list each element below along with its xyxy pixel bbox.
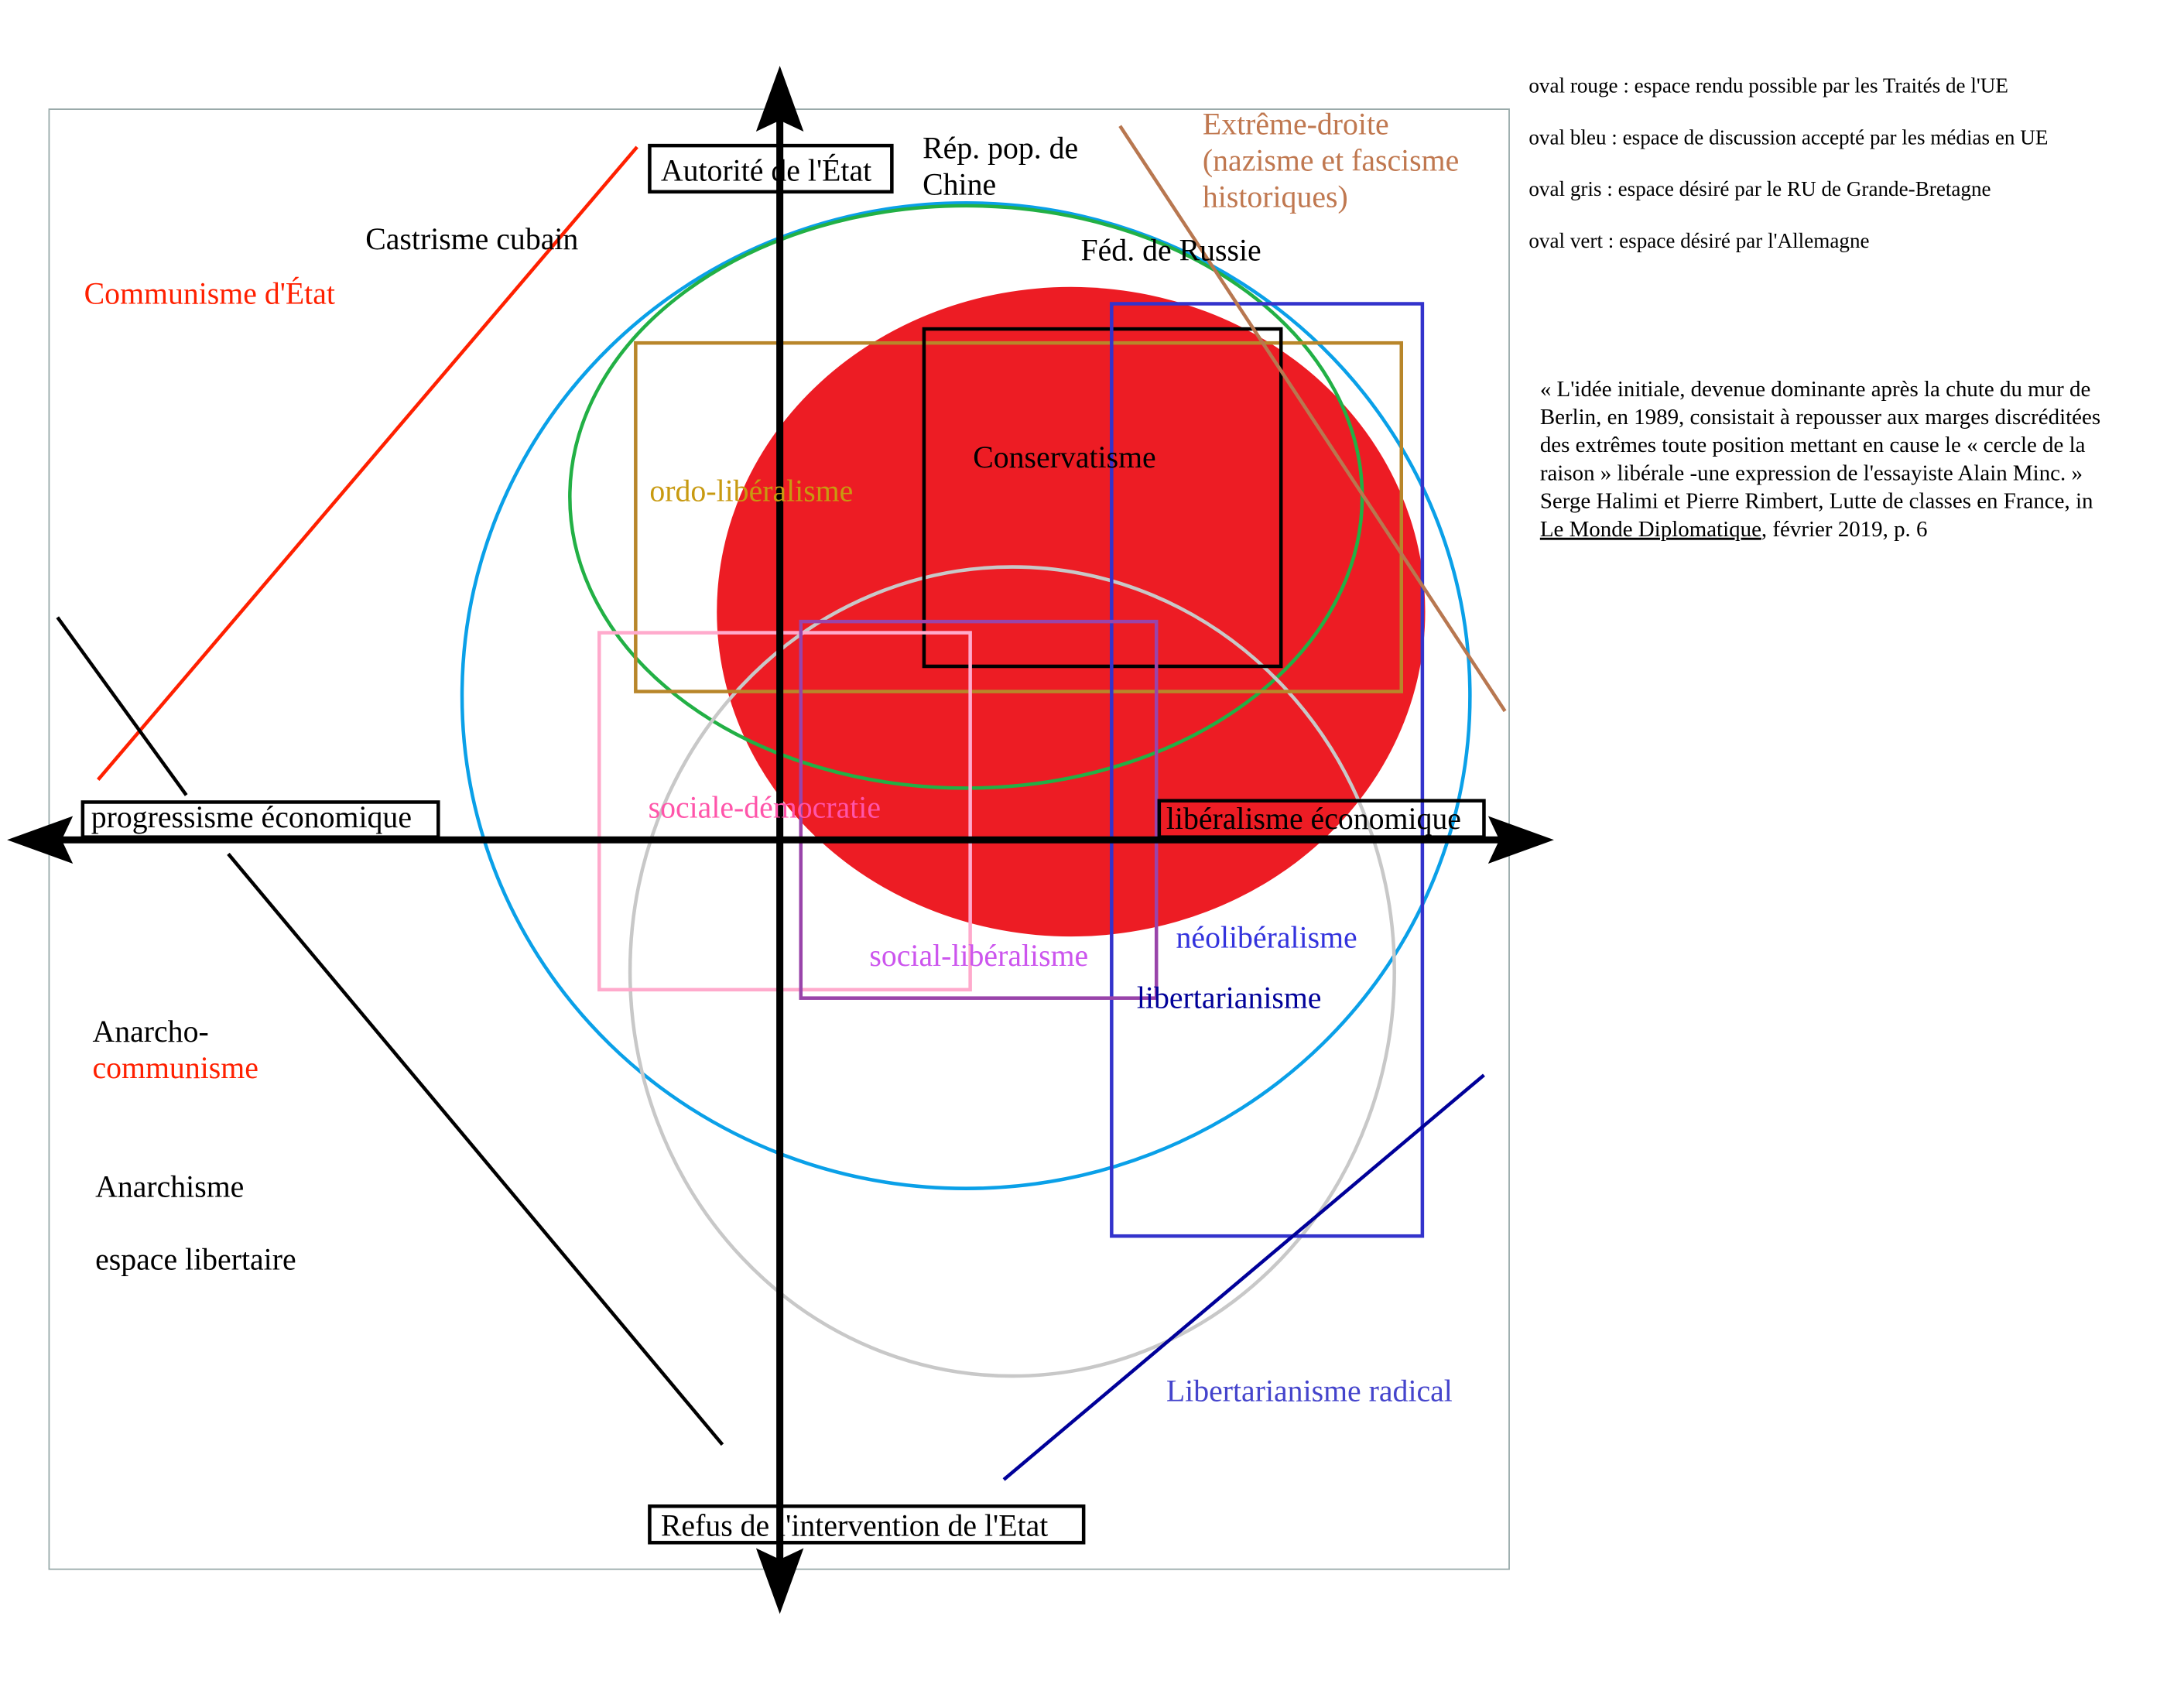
quote-line: Serge Halimi et Pierre Rimbert, Lutte de…: [1540, 489, 2093, 514]
libertarianisme-radical-line: [1002, 1073, 1485, 1481]
label-chine: Chine: [923, 167, 996, 201]
source-link[interactable]: Le Monde Diplomatique: [1540, 517, 1761, 542]
label-espace-libertaire: espace libertaire: [95, 1243, 296, 1277]
quote-line: raison » libérale -une expression de l'e…: [1540, 460, 2083, 485]
label-communisme-etat: Communisme d'État: [84, 277, 335, 311]
label-libertarianisme-radical: Libertarianisme radical: [1166, 1374, 1453, 1408]
source-rest: , février 2019, p. 6: [1761, 517, 1928, 542]
blue-oval-media: [460, 201, 1472, 1190]
sociale-democratie-box: [597, 631, 972, 992]
legend-item: oval rouge : espace rendu possible par l…: [1528, 74, 2008, 97]
label-extreme-droite-3: historiques): [1203, 180, 1348, 214]
label-castrisme: Castrisme cubain: [365, 222, 578, 256]
label-anarcho-communisme: communisme: [93, 1051, 258, 1085]
legend-item: oval bleu : espace de discussion accepté…: [1528, 125, 2048, 149]
label-extreme-droite-2: (nazisme et fascisme: [1203, 144, 1459, 178]
legend: oval rouge : espace rendu possible par l…: [1528, 74, 2048, 252]
axis-left-box: [80, 800, 440, 839]
axis-bottom-label: Refus de l'intervention de l'Etat: [661, 1508, 1048, 1542]
label-anarcho: Anarcho-: [93, 1015, 209, 1049]
axis-top-box: [648, 143, 894, 194]
social-liberalisme-box: [799, 619, 1159, 1000]
arrow-up-icon: [755, 66, 804, 132]
ordo-liberalisme-box: [634, 341, 1404, 693]
neoliberalisme-box: [1110, 302, 1425, 1238]
label-social-liberalisme: social-libéralisme: [869, 939, 1088, 973]
anarchisme-line: [227, 852, 724, 1446]
arrow-down-icon: [755, 1548, 804, 1614]
label-rep-pop-chine: Rép. pop. de: [923, 131, 1078, 165]
arrow-right-icon: [1487, 816, 1554, 864]
label-sociale-democratie: sociale-démocratie: [649, 790, 881, 824]
conservatisme-box: [922, 327, 1283, 669]
quote-block: « L'idée initiale, devenue dominante apr…: [1540, 377, 2100, 542]
axis-bottom-box: [648, 1504, 1086, 1545]
label-extreme-droite: Extrême-droite: [1203, 108, 1389, 142]
label-conservatisme: Conservatisme: [973, 440, 1155, 474]
quote-source: Le Monde Diplomatique, février 2019, p. …: [1540, 517, 1928, 542]
axis-left-label: progressisme économique: [91, 800, 412, 834]
quote-line: Berlin, en 1989, consistait à repousser …: [1540, 405, 2100, 430]
anarcho-line-top: [56, 616, 188, 796]
legend-item: oval gris : espace désiré par le RU de G…: [1528, 177, 1991, 200]
extreme-droite-line: [1118, 125, 1507, 713]
axis-right-label: libéralisme économique: [1166, 802, 1461, 836]
red-oval-eu-treaties: [717, 286, 1426, 937]
label-anarchisme: Anarchisme: [95, 1170, 244, 1204]
axis-right-box: [1157, 799, 1486, 839]
label-neoliberalisme: néolibéralisme: [1176, 921, 1357, 955]
label-libertarianisme: libertarianisme: [1137, 981, 1322, 1015]
label-ordo-liberalisme: ordo-libéralisme: [649, 474, 853, 508]
communisme-line: [97, 145, 638, 781]
gray-oval-uk: [628, 565, 1396, 1378]
axis-top-label: Autorité de l'État: [661, 153, 871, 187]
quote-line: « L'idée initiale, devenue dominante apr…: [1540, 377, 2091, 402]
legend-item: oval vert : espace désiré par l'Allemagn…: [1528, 229, 1869, 252]
quote-line: des extrêmes toute position mettant en c…: [1540, 433, 2086, 457]
label-russie: Féd. de Russie: [1081, 233, 1261, 267]
arrow-left-icon: [7, 816, 74, 864]
